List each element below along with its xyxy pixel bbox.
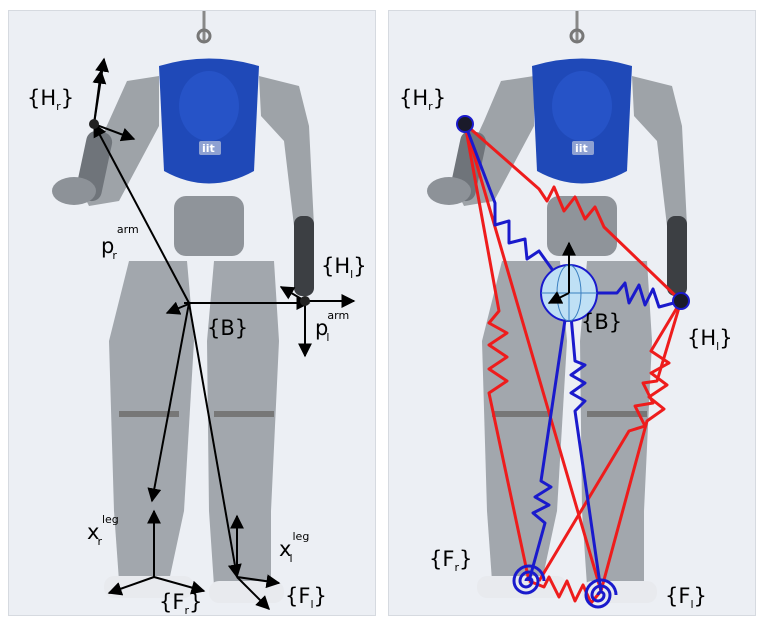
right-panel: iit (388, 10, 756, 616)
label-pl-arm: plarm (315, 309, 349, 344)
left-panel: iit (8, 10, 376, 616)
hand-r-origin (89, 119, 99, 129)
red-springs (463, 122, 683, 605)
right-diagram: iit (399, 11, 733, 611)
label-B: {B} (581, 310, 622, 334)
label-pr-arm: prarm (101, 223, 139, 262)
hand-l-origin (300, 296, 310, 306)
label-Hr: {Hr} (27, 86, 74, 113)
label-Fl: {Fl} (285, 584, 327, 611)
blue-springs (463, 123, 682, 592)
left-diagram: iit (27, 11, 367, 615)
label-B: {B} (207, 316, 248, 340)
label-Fr: {Fr} (159, 590, 202, 615)
label-xr-leg: xrleg (87, 513, 119, 548)
label-Hr: {Hr} (399, 86, 446, 113)
chest-logo-left: iit (202, 142, 215, 155)
label-xl-leg: xlleg (279, 530, 309, 565)
label-Hl: {Hl} (687, 326, 733, 353)
label-Fl: {Fl} (665, 584, 707, 611)
hand-l-node (672, 292, 690, 310)
label-Hl: {Hl} (321, 254, 367, 281)
foot-spirals (512, 564, 618, 609)
base-sphere (540, 241, 598, 322)
chest-logo-right: iit (575, 142, 588, 155)
frame-vectors (92, 57, 356, 610)
label-Fr: {Fr} (429, 547, 472, 574)
robot-silhouette: iit (52, 11, 314, 603)
hand-r-node (456, 115, 474, 133)
